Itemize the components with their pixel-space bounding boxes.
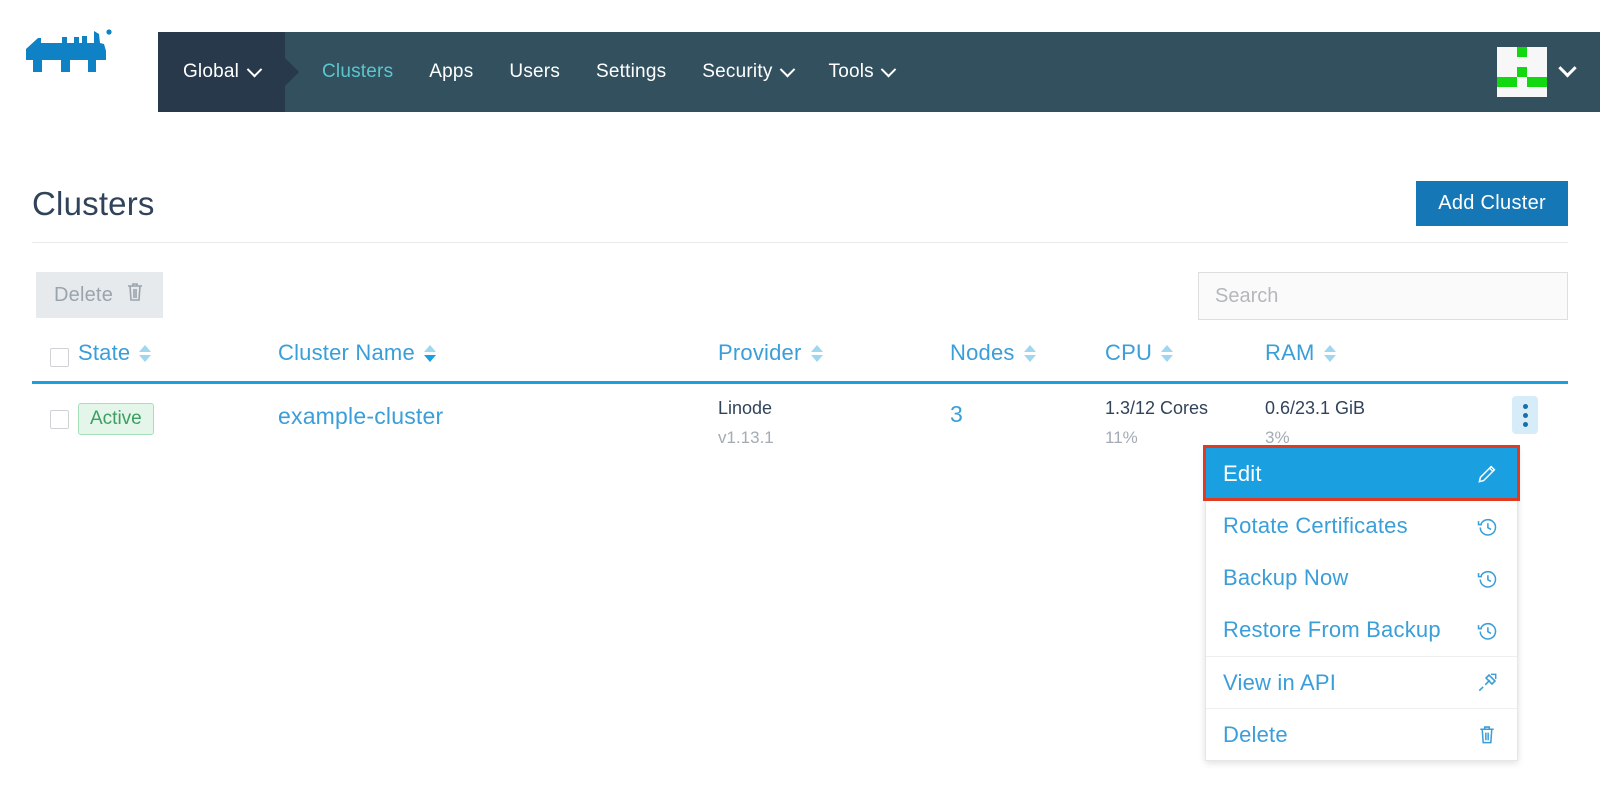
chevron-down-icon	[880, 61, 897, 77]
menu-item-label: Rotate Certificates	[1223, 513, 1408, 538]
column-label: State	[78, 340, 131, 365]
trash-icon	[125, 281, 145, 309]
global-context-label: Global	[182, 61, 240, 82]
nav-label: Apps	[429, 61, 474, 82]
nav-label: Settings	[596, 61, 667, 82]
column-label: CPU	[1105, 340, 1153, 365]
sort-icon	[1323, 344, 1336, 362]
page-title: Clusters	[32, 184, 155, 222]
ram-percent: 3%	[1265, 428, 1290, 447]
status-badge: Active	[78, 403, 154, 435]
nav-item-apps[interactable]: Apps	[411, 32, 491, 112]
global-context-selector[interactable]: Global	[158, 32, 285, 112]
cpu-percent: 11%	[1105, 428, 1138, 447]
column-header-provider[interactable]: Provider	[718, 336, 950, 366]
delete-button-label: Delete	[54, 283, 114, 306]
chevron-down-icon	[779, 61, 795, 77]
column-header-state[interactable]: State	[78, 336, 278, 366]
rancher-cow-logo	[26, 29, 112, 72]
search-input[interactable]	[1198, 272, 1568, 320]
nav-label: Tools	[828, 61, 874, 82]
row-action-menu: Edit Rotate Certificates Backup Now	[1205, 447, 1518, 761]
column-label: Provider	[718, 340, 802, 365]
cpu-value: 1.3/12 Cores	[1105, 398, 1209, 418]
sort-icon	[1161, 344, 1174, 362]
cell-state: Active	[78, 398, 278, 435]
ram-value: 0.6/23.1 GiB	[1265, 398, 1366, 418]
menu-item-edit[interactable]: Edit	[1206, 448, 1517, 500]
pencil-icon	[1474, 464, 1500, 484]
history-icon	[1474, 516, 1500, 537]
chevron-down-icon	[1558, 58, 1577, 77]
nav-item-users[interactable]: Users	[491, 32, 578, 112]
cell-provider: Linode v1.13.1	[718, 398, 950, 448]
nav-item-list: Clusters Apps Users Settings Security To…	[304, 32, 912, 112]
table-row[interactable]: Active example-cluster Linode v1.13.1 3 …	[32, 384, 1568, 456]
table-header-row: State Cluster Name Provider Nodes CPU RA…	[32, 336, 1568, 384]
nav-item-clusters[interactable]: Clusters	[304, 32, 411, 112]
sort-icon	[139, 344, 152, 362]
sort-icon-active	[423, 344, 436, 362]
column-label: Cluster Name	[278, 340, 415, 365]
cell-ram: 0.6/23.1 GiB 3%	[1265, 398, 1475, 448]
main-navbar: Global Clusters Apps Users Settings Secu…	[158, 32, 1600, 112]
menu-item-label: Restore From Backup	[1223, 617, 1441, 642]
cell-cluster-name: example-cluster	[278, 398, 718, 430]
menu-item-label: View in API	[1223, 669, 1337, 695]
column-header-nodes[interactable]: Nodes	[950, 336, 1105, 366]
column-header-cpu[interactable]: CPU	[1105, 336, 1265, 366]
history-icon	[1474, 568, 1500, 589]
context-arrow-decor	[285, 58, 299, 86]
menu-item-restore-from-backup[interactable]: Restore From Backup	[1206, 604, 1517, 656]
history-icon	[1474, 620, 1500, 641]
row-select-cell	[32, 398, 78, 429]
row-checkbox[interactable]	[50, 410, 69, 429]
clusters-table: State Cluster Name Provider Nodes CPU RA…	[32, 336, 1568, 456]
column-header-ram[interactable]: RAM	[1265, 336, 1475, 366]
page-header: Clusters Add Cluster	[32, 165, 1568, 243]
nav-item-security[interactable]: Security	[684, 32, 810, 112]
menu-item-delete[interactable]: Delete	[1206, 708, 1517, 760]
app-header: Global Clusters Apps Users Settings Secu…	[0, 0, 1600, 112]
menu-item-backup-now[interactable]: Backup Now	[1206, 552, 1517, 604]
nav-item-tools[interactable]: Tools	[811, 32, 912, 112]
column-header-cluster-name[interactable]: Cluster Name	[278, 336, 718, 366]
select-all-cell	[32, 336, 78, 367]
trash-icon	[1474, 724, 1500, 745]
cell-nodes: 3	[950, 398, 1105, 428]
column-label: Nodes	[950, 340, 1015, 365]
menu-item-label: Backup Now	[1223, 565, 1349, 590]
table-toolbar: Delete	[32, 272, 1568, 328]
column-label: RAM	[1265, 340, 1315, 365]
chevron-down-icon	[246, 61, 263, 77]
provider-version: v1.13.1	[718, 428, 774, 447]
menu-item-label: Delete	[1223, 721, 1288, 747]
menu-item-rotate-certificates[interactable]: Rotate Certificates	[1206, 500, 1517, 552]
user-menu[interactable]	[1497, 46, 1577, 98]
select-all-checkbox[interactable]	[50, 348, 69, 367]
nodes-count-link[interactable]: 3	[950, 401, 963, 427]
add-cluster-button[interactable]: Add Cluster	[1416, 181, 1568, 226]
nav-label: Security	[702, 61, 773, 82]
user-avatar-identicon	[1497, 47, 1547, 97]
external-link-icon	[1474, 672, 1500, 693]
rancher-logo[interactable]	[0, 0, 158, 112]
nav-item-settings[interactable]: Settings	[578, 32, 684, 112]
cell-cpu: 1.3/12 Cores 11%	[1105, 398, 1265, 448]
kebab-menu-icon[interactable]	[1512, 396, 1538, 434]
menu-item-view-in-api[interactable]: View in API	[1206, 656, 1517, 708]
cluster-name-link[interactable]: example-cluster	[278, 403, 444, 429]
sort-icon	[1023, 344, 1036, 362]
provider-name: Linode	[718, 398, 773, 418]
nav-label: Clusters	[322, 61, 394, 82]
delete-button[interactable]: Delete	[36, 272, 164, 318]
nav-label: Users	[509, 61, 561, 82]
menu-item-label: Edit	[1223, 461, 1262, 486]
sort-icon	[810, 344, 823, 362]
